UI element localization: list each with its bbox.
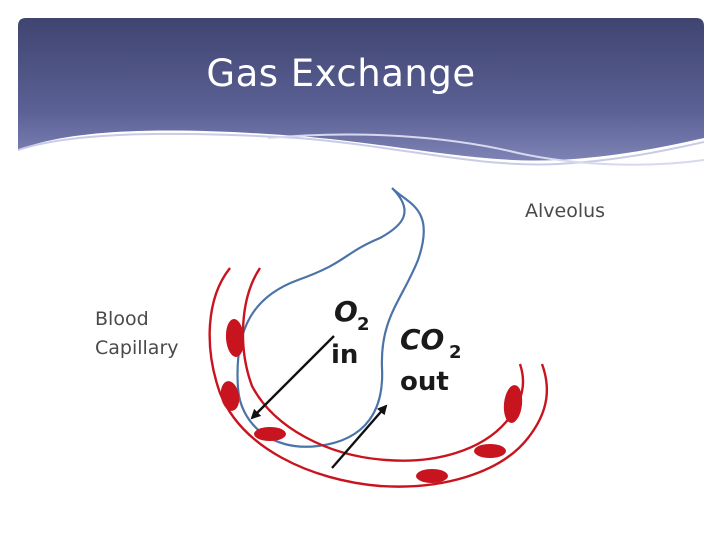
alveolus-outline: [236, 187, 425, 448]
gas-exchange-diagram: Alveolus Blood Capillary O 2 in CO 2 out: [80, 168, 625, 508]
red-blood-cell: [254, 427, 286, 441]
o2-subscript: 2: [357, 314, 370, 335]
red-blood-cell: [416, 469, 448, 483]
o2-direction-label: in: [331, 340, 358, 370]
o2-symbol: O: [334, 295, 358, 328]
red-blood-cell: [225, 319, 245, 357]
slide-title: Gas Exchange: [206, 52, 476, 95]
header-band: [18, 18, 704, 188]
alveolus-label: Alveolus: [525, 200, 605, 222]
capillary-outer-wall: [208, 267, 549, 488]
co2-subscript: 2: [449, 342, 462, 363]
capillary-label: Capillary: [95, 337, 179, 359]
red-blood-cell: [503, 385, 523, 423]
o2-in-arrow: [250, 335, 335, 420]
co2-symbol: CO: [400, 323, 444, 356]
co2-direction-label: out: [400, 367, 449, 397]
header-wave-graphic: [18, 18, 704, 188]
red-blood-cell: [220, 381, 240, 411]
co2-out-arrow: [331, 404, 388, 469]
red-blood-cell: [474, 444, 506, 458]
blood-label: Blood: [95, 308, 149, 330]
